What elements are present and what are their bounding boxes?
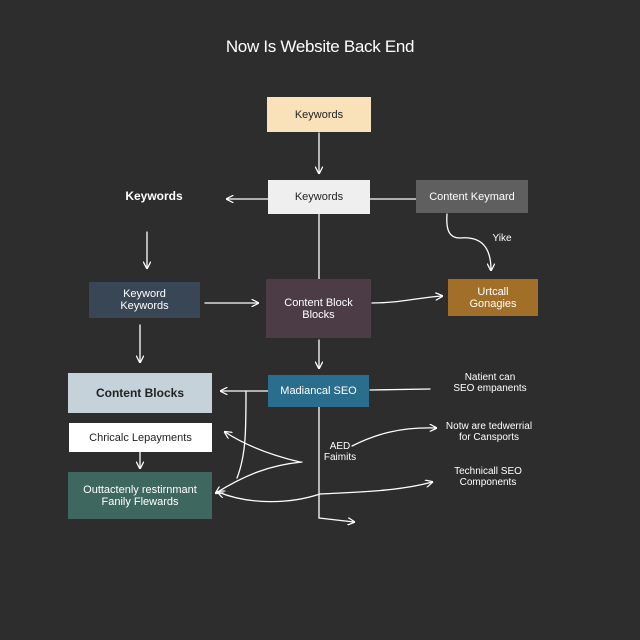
curve-left-down: [236, 391, 247, 479]
node-outtactenly-text: Outtactenly restirnmant Fanily Flewards: [83, 484, 197, 508]
label-aed: AED Faimits: [318, 441, 362, 463]
arrow-spine-bottom: [318, 517, 354, 522]
node-urtcall-line-2: Gonagies: [469, 297, 517, 310]
label-notw: Notw are tedwerrial for Cansports: [437, 421, 541, 443]
label-yike: Yike: [484, 233, 520, 244]
arrow-curve-to-outtactenly: [216, 461, 303, 493]
node-keyword-keywords-line-2: Keywords: [120, 300, 169, 312]
node-content-blocks-line: Content Blocks: [95, 386, 184, 400]
node-chricalc-text: Chricalc Lepayments: [89, 432, 192, 444]
label-technicall: Technicall SEO Components: [440, 466, 536, 488]
node-chricalc-line: Chricalc Lepayments: [89, 431, 192, 444]
arrow-keymard-to-urtcall: [446, 213, 491, 270]
label-notw-line-1: Notw are tedwerrial: [445, 421, 533, 432]
node-madiancal-seo-text: Madiancal SEO: [280, 385, 356, 397]
label-technicall-line-1: Technicall SEO: [454, 466, 522, 477]
node-keywords-top-line: Keywords: [294, 108, 344, 121]
node-content-block-line-2: Blocks: [302, 308, 335, 321]
node-urtcall-text: Urtcall Gonagies: [469, 286, 516, 310]
node-outtactenly-line-2: Fanily Flewards: [101, 495, 179, 508]
diagram-title: Now Is Website Back End: [225, 37, 415, 56]
arrow-curve-to-chricalc: [225, 432, 301, 463]
node-keyword-keywords-text: Keyword Keywords: [120, 288, 168, 312]
node-content-block[interactable]: Content Block Blocks: [266, 279, 371, 338]
node-keywords-mid-text: Keywords: [295, 191, 343, 203]
node-keywords-mid-line: Keywords: [294, 191, 344, 203]
node-keywords-text-line: Keywords: [125, 189, 183, 203]
node-keyword-keywords[interactable]: Keyword Keywords: [89, 282, 200, 318]
node-keywords-mid[interactable]: Keywords: [268, 180, 370, 214]
node-outtactenly-line-1: Outtactenly restirnmant: [83, 483, 197, 496]
node-content-block-line-1: Content Block: [284, 296, 353, 309]
label-yike-line: Yike: [492, 233, 512, 244]
node-chricalc[interactable]: Chricalc Lepayments: [69, 423, 212, 452]
arrow-aed-to-notw: [351, 428, 436, 447]
label-aed-line-2: Faimits: [323, 452, 357, 463]
node-keyword-keywords-line-1: Keyword: [123, 288, 166, 300]
node-content-keymard-text: Content Keymard: [429, 191, 515, 203]
node-content-blocks[interactable]: Content Blocks: [68, 373, 212, 413]
node-keywords-text: Keywords: [114, 190, 194, 203]
label-natient: Natient can SEO empanents: [440, 372, 540, 394]
line-natient-to-madiancal: [369, 388, 431, 391]
label-aed-line-1: AED: [329, 441, 351, 452]
node-content-keymard[interactable]: Content Keymard: [416, 180, 528, 213]
node-urtcall[interactable]: Urtcall Gonagies: [448, 279, 538, 316]
node-keywords-top[interactable]: Keywords: [267, 97, 371, 132]
label-notw-line-2: for Cansports: [458, 432, 520, 443]
label-natient-line-1: Natient can: [464, 372, 516, 383]
arrow-curve-to-outtactenly-lower: [218, 492, 321, 503]
node-content-blocks-text: Content Blocks: [96, 387, 184, 399]
node-outtactenly[interactable]: Outtactenly restirnmant Fanily Flewards: [68, 472, 212, 519]
node-urtcall-line-1: Urtcall: [477, 285, 509, 298]
label-technicall-line-2: Components: [459, 477, 517, 488]
node-madiancal-seo[interactable]: Madiancal SEO: [268, 375, 369, 407]
node-content-keymard-line: Content Keymard: [429, 190, 515, 203]
label-natient-line-2: SEO empanents: [453, 383, 527, 394]
node-madiancal-seo-line: Madiancal SEO: [280, 385, 357, 397]
node-keywords-top-text: Keywords: [295, 109, 343, 121]
arrow-content-block-to-urtcall: [371, 296, 442, 304]
arrow-spine-to-technicall: [319, 482, 432, 495]
node-content-block-text: Content Block Blocks: [284, 297, 352, 321]
